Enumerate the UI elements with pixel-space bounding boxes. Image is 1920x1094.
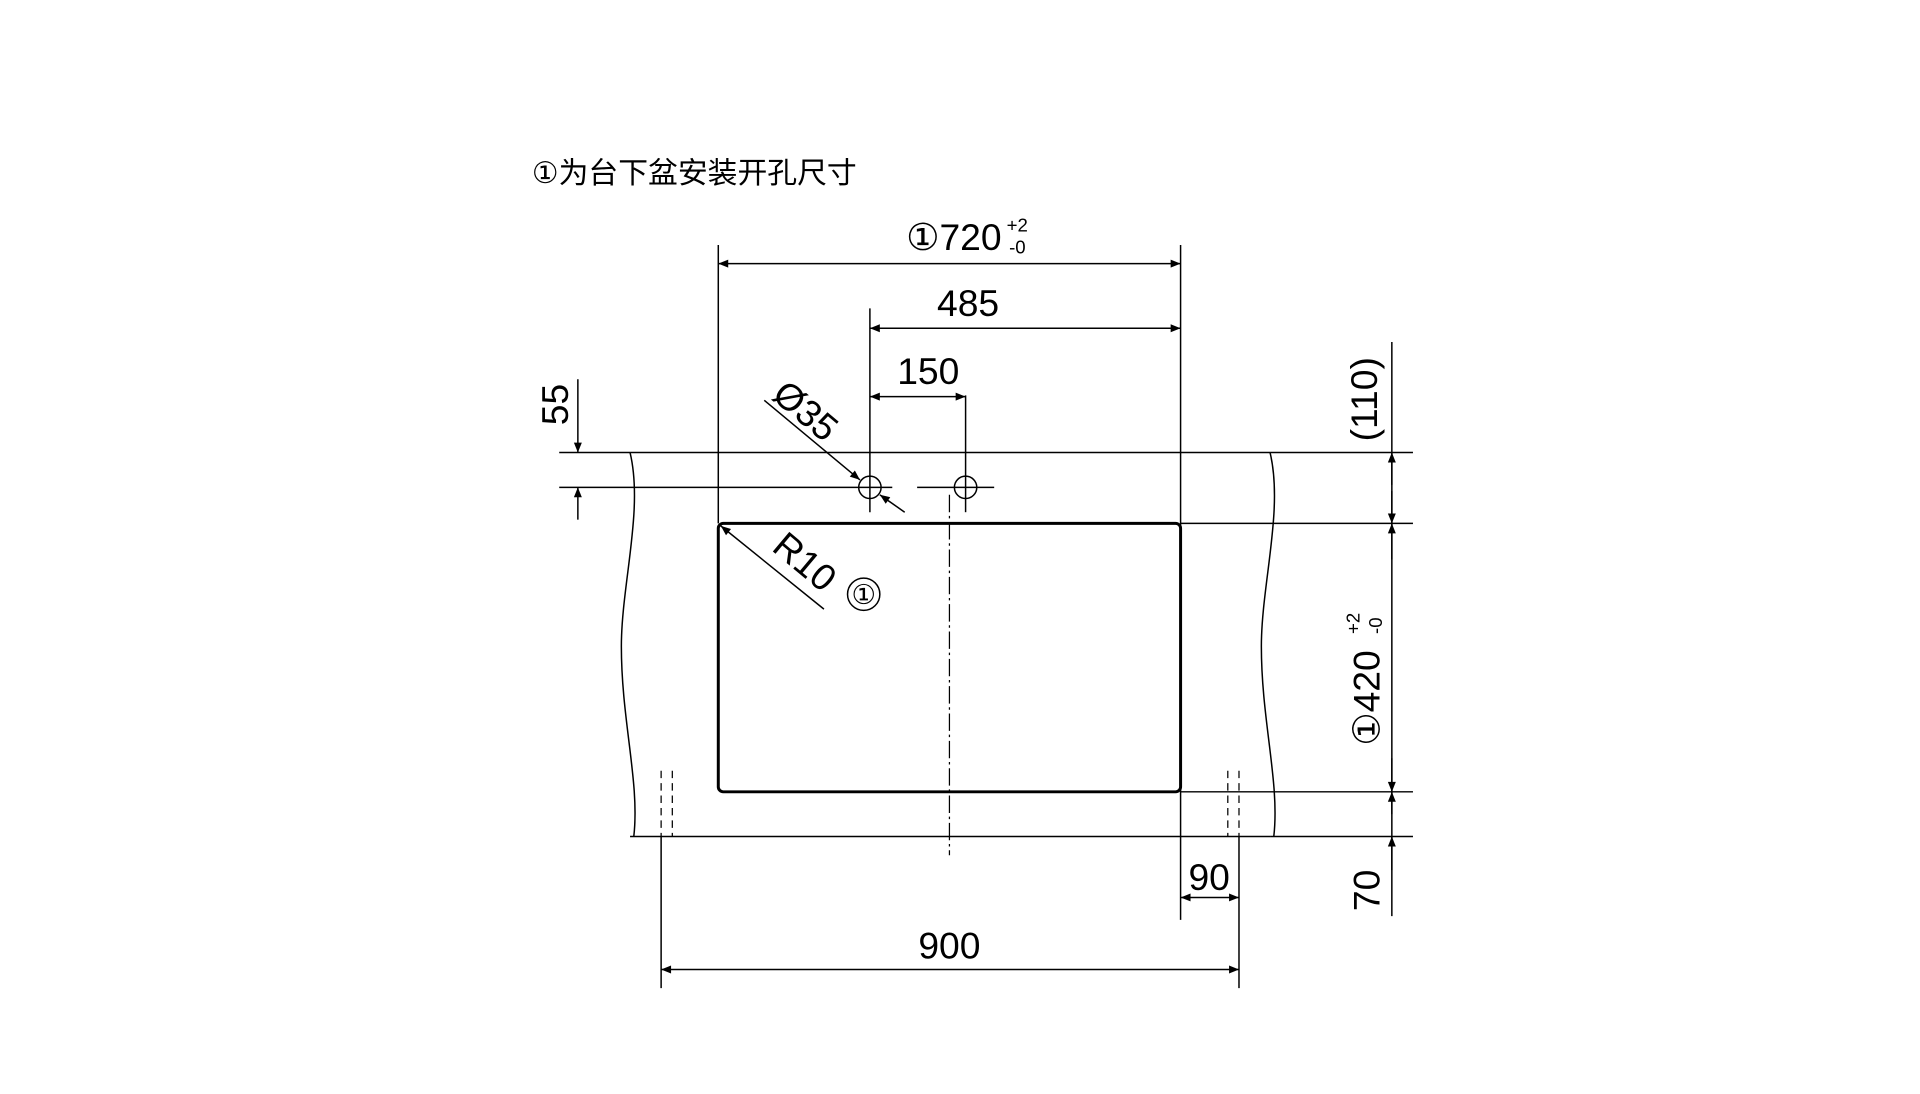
drawing-title: ①为台下盆安装开孔尺寸 (532, 157, 857, 190)
svg-text:①720: ①720 (906, 216, 1002, 258)
countertop-outline (620, 451, 1276, 838)
extension-lines (559, 245, 1413, 989)
svg-text:900: 900 (918, 924, 980, 966)
svg-text:R10: R10 (765, 523, 844, 599)
svg-text:55: 55 (534, 384, 576, 425)
svg-text:150: 150 (897, 350, 959, 392)
dim-front-distance: (110) (1343, 357, 1385, 441)
svg-text:485: 485 (937, 282, 999, 324)
svg-text:①: ① (851, 579, 876, 610)
dim-hole-offset: 485 (869, 282, 1181, 333)
faucet-holes (559, 475, 995, 856)
dim-back-distance: 70 (1345, 870, 1387, 911)
svg-text:-0: -0 (1365, 617, 1386, 634)
svg-text:+2: +2 (1007, 214, 1028, 235)
svg-text:-0: -0 (1009, 237, 1026, 258)
svg-text:+2: +2 (1343, 613, 1364, 634)
dim-cutout-depth: ①420 (1345, 650, 1387, 746)
dim-counter-width: 900 (661, 924, 1239, 974)
svg-text:90: 90 (1188, 856, 1229, 898)
dim-side-distance: 90 (1180, 856, 1239, 902)
dim-hole-spacing: 150 (869, 350, 966, 401)
dim-corner-radius: R10 ① (720, 523, 881, 612)
dim-hole-edge-distance: 55 (534, 379, 582, 520)
dim-right-vertical: (110) ①420 +2 -0 70 (1343, 341, 1396, 917)
dim-hole-diameter: Ø35 (763, 372, 906, 513)
dim-cutout-width: ①720 +2 -0 (718, 214, 1181, 268)
svg-text:Ø35: Ø35 (765, 372, 846, 449)
